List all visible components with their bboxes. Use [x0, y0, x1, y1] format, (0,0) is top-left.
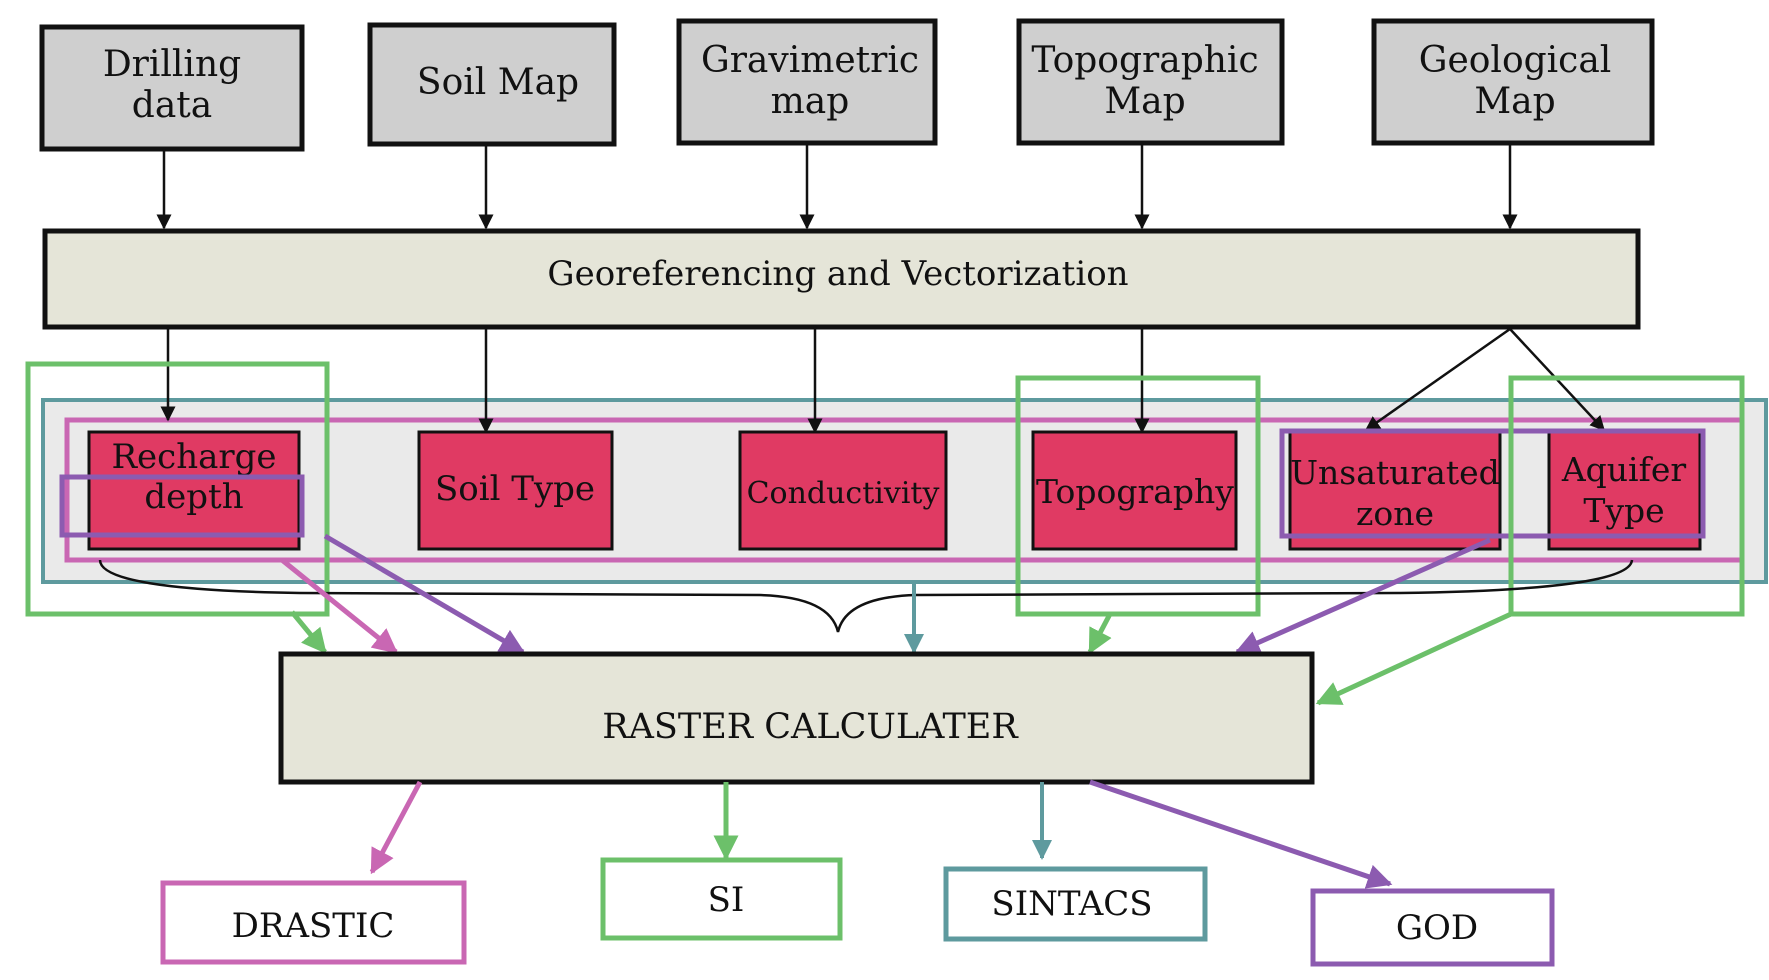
parameter-label-line: Soil Type — [435, 469, 595, 509]
grouping-brace — [98, 559, 1634, 633]
source-label-line: Map — [1474, 81, 1555, 122]
source-label-line: Gravimetric — [701, 40, 919, 81]
parameter-label-line: depth — [144, 477, 243, 517]
georef-label: Georeferencing and Vectorization — [547, 254, 1128, 294]
output-label: GOD — [1396, 908, 1478, 948]
source-box-topographic: Topographic Map — [1016, 18, 1285, 146]
source-label-line: data — [132, 85, 212, 126]
raster-calculator-box: RASTER CALCULATER — [278, 651, 1315, 785]
parameter-box-unsaturated: Unsaturated zone — [1288, 430, 1502, 551]
source-label-line: Topographic — [1031, 40, 1258, 81]
output-box-sintacs: SINTACS — [943, 866, 1208, 942]
source-arrows — [156, 143, 1518, 230]
output-label: DRASTIC — [232, 906, 395, 946]
parameter-box-aquifer: Aquifer Type — [1547, 430, 1702, 551]
parameter-box-conductivity: Conductivity — [738, 430, 948, 551]
source-label-line: Drilling — [103, 44, 241, 85]
source-box-drilling: Drilling data — [39, 24, 305, 152]
si-arrow — [290, 610, 327, 654]
source-label-line: map — [771, 81, 850, 122]
source-box-geological: Geological Map — [1371, 18, 1655, 146]
si-group-outline-topography — [1015, 375, 1261, 617]
parameter-label-line: Aquifer — [1561, 450, 1687, 489]
source-label-line: Soil Map — [417, 62, 579, 103]
parameter-box-recharge: Recharge depth — [87, 430, 301, 551]
si-arrow — [1087, 612, 1113, 655]
parameter-label-line: Type — [1583, 491, 1664, 530]
god-group-outline-recharge — [59, 474, 305, 538]
output-box-drastic: DRASTIC — [160, 880, 467, 965]
si-arrow — [1315, 611, 1513, 706]
source-box-gravimetric: Gravimetric map — [676, 18, 938, 146]
god-arrow — [1234, 537, 1492, 655]
output-arrows — [369, 779, 1393, 889]
output-label: SINTACS — [991, 884, 1152, 924]
parameter-label-line: zone — [1356, 494, 1434, 533]
god-group-outline-unsat-aquifer — [1279, 428, 1706, 539]
arrow — [1364, 327, 1511, 432]
raster-input-arrows — [280, 533, 1513, 706]
parameter-box-topography: Topography — [1031, 430, 1238, 551]
god-output-arrow — [1089, 779, 1393, 889]
output-label: SI — [708, 880, 745, 920]
output-box-god: GOD — [1310, 888, 1555, 967]
si-group-outline-aquifer — [1508, 375, 1745, 617]
drastic-arrow — [280, 558, 398, 654]
source-box-soil-map: Soil Map — [367, 22, 617, 147]
parameter-label-line: Conductivity — [747, 476, 940, 511]
parameter-box-soil-type: Soil Type — [417, 430, 614, 551]
si-group-outline-recharge — [25, 361, 330, 617]
parameter-label-line: Recharge — [111, 437, 276, 477]
source-label-line: Map — [1104, 81, 1185, 122]
drastic-output-arrow — [369, 780, 423, 875]
parameter-label-line: Topography — [1036, 472, 1234, 511]
output-box-si: SI — [600, 857, 843, 941]
god-arrow — [323, 533, 526, 655]
parameter-label-line: Unsaturated — [1290, 453, 1500, 492]
raster-label: RASTER CALCULATER — [602, 707, 1019, 747]
source-label-line: Geological — [1419, 40, 1612, 81]
georef-box: Georeferencing and Vectorization — [42, 228, 1641, 330]
